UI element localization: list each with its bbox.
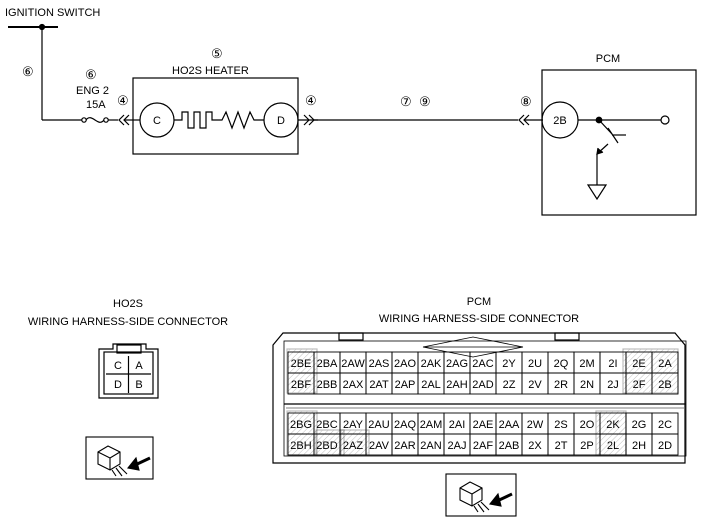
pcm-pin-2aj: 2AJ <box>448 440 467 452</box>
pcm-pin-2aq: 2AQ <box>394 419 416 431</box>
pcm-pin-2as: 2AS <box>369 358 390 370</box>
pcm-pin-2a: 2A <box>658 358 672 370</box>
harness-view-icon <box>85 436 154 480</box>
pcm-pin-2s: 2S <box>554 419 567 431</box>
terminal-c: C <box>153 115 161 127</box>
pcm-pin-2e: 2E <box>632 358 645 370</box>
pcm-pin-2u: 2U <box>528 358 542 370</box>
pcm-pin-2am: 2AM <box>420 419 443 431</box>
pcm-pin-2g: 2G <box>632 419 647 431</box>
callout-5: ⑤ <box>211 46 223 61</box>
pcm-terminal-2b: 2B <box>553 115 566 127</box>
pcm-pin-2au: 2AU <box>368 419 389 431</box>
pcm-pin-2ay: 2AY <box>343 419 364 431</box>
pcm-pin-2ap: 2AP <box>395 379 416 391</box>
callout-9: ⑨ <box>419 94 431 109</box>
ho2s-connector-subtitle: WIRING HARNESS-SIDE CONNECTOR <box>28 316 228 328</box>
pcm-pin-2ai: 2AI <box>449 419 466 431</box>
pcm-pin-2ag: 2AG <box>446 358 468 370</box>
pcm-pin-2z: 2Z <box>503 379 516 391</box>
pcm-pin-cell <box>651 372 679 395</box>
pcm-pin-2ab: 2AB <box>499 440 520 452</box>
callout-6-fuse: ⑥ <box>85 67 97 82</box>
ho2s-connector <box>98 343 159 399</box>
pcm-pin-2n: 2N <box>580 379 594 391</box>
pcm-pin-2ae: 2AE <box>473 419 494 431</box>
pcm-pin-2b: 2B <box>658 379 671 391</box>
callout-7: ⑦ <box>400 94 412 109</box>
ho2s-pin-c: C <box>114 360 122 372</box>
pcm-pin-2k: 2K <box>606 419 620 431</box>
pcm-pin-cell <box>651 433 679 456</box>
schematic <box>8 23 697 216</box>
ho2s-connector-title: HO2S <box>113 298 143 310</box>
fuse-name: ENG 2 <box>76 85 109 97</box>
pcm-pin-2ah: 2AH <box>446 379 467 391</box>
terminal-d: D <box>277 115 285 127</box>
ho2s-pin-b: B <box>135 379 142 391</box>
pcm-pin-2q: 2Q <box>554 358 569 370</box>
pcm-pin-2bd: 2BD <box>316 440 337 452</box>
pcm-pin-2az: 2AZ <box>343 440 363 452</box>
fuse-rating: 15A <box>86 99 106 111</box>
pcm-pin-2bf: 2BF <box>291 379 311 391</box>
pcm-pin-2ar: 2AR <box>394 440 415 452</box>
pcm-pin-2p: 2P <box>580 440 593 452</box>
ignition-switch-label: IGNITION SWITCH <box>5 7 100 19</box>
pcm-pin-2ad: 2AD <box>472 379 493 391</box>
pcm-pin-2d: 2D <box>658 440 672 452</box>
ho2s-pin-a: A <box>135 360 143 372</box>
pcm-pin-2ak: 2AK <box>421 358 442 370</box>
pcm-pin-2aa: 2AA <box>499 419 520 431</box>
pcm-pin-2bg: 2BG <box>290 419 312 431</box>
pcm-pin-2l: 2L <box>607 440 619 452</box>
pcm-pin-2v: 2V <box>528 379 542 391</box>
callout-8: ⑧ <box>520 94 532 109</box>
pcm-title: PCM <box>596 53 620 65</box>
pcm-pin-2bb: 2BB <box>317 379 338 391</box>
callout-4-left: ④ <box>117 93 129 108</box>
pcm-pin-2f: 2F <box>633 379 646 391</box>
pcm-pin-2ao: 2AO <box>394 358 416 370</box>
pcm-pin-2at: 2AT <box>369 379 389 391</box>
callout-6-wire: ⑥ <box>22 64 34 79</box>
pcm-pin-2x: 2X <box>528 440 542 452</box>
pcm-pin-2t: 2T <box>555 440 568 452</box>
pcm-pin-2y: 2Y <box>502 358 516 370</box>
harness-view-icon <box>445 473 517 517</box>
pcm-connector-title: PCM <box>467 296 491 308</box>
pcm-pin-2h: 2H <box>632 440 646 452</box>
pcm-pin-2ax: 2AX <box>343 379 364 391</box>
pcm-pin-2an: 2AN <box>420 440 441 452</box>
pcm-pin-2bh: 2BH <box>290 440 311 452</box>
pcm-pin-2be: 2BE <box>291 358 312 370</box>
pcm-pin-2aw: 2AW <box>341 358 365 370</box>
pcm-pin-2af: 2AF <box>473 440 493 452</box>
pcm-pin-2i: 2I <box>608 358 617 370</box>
heater-title: HO2S HEATER <box>172 65 249 77</box>
pcm-pin-2o: 2O <box>580 419 595 431</box>
pcm-pin-2av: 2AV <box>369 440 390 452</box>
pcm-connector-subtitle: WIRING HARNESS-SIDE CONNECTOR <box>379 313 579 325</box>
pcm-pin-2w: 2W <box>527 419 544 431</box>
pcm-pin-2bc: 2BC <box>316 419 337 431</box>
pcm-pin-2ac: 2AC <box>472 358 493 370</box>
ho2s-pin-d: D <box>114 379 122 391</box>
pcm-pin-2r: 2R <box>554 379 568 391</box>
pcm-pin-2c: 2C <box>658 419 672 431</box>
pcm-pin-2m: 2M <box>579 358 594 370</box>
callout-4-right: ④ <box>305 93 317 108</box>
pcm-pin-2al: 2AL <box>421 379 441 391</box>
pcm-pin-2ba: 2BA <box>317 358 338 370</box>
pcm-pin-2j: 2J <box>607 379 619 391</box>
